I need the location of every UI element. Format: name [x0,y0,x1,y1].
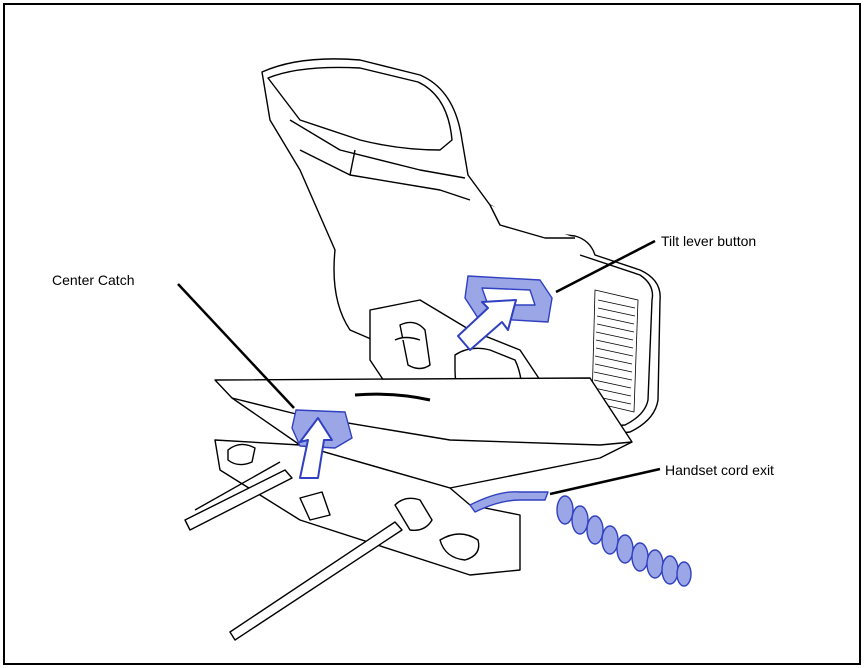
phone-base [214,377,633,576]
center-catch-leader [177,283,295,409]
up-arrow-icon [457,299,517,351]
cords [184,461,403,641]
tilt-lever-leader [555,239,656,294]
coiled-handset-cord [469,491,692,587]
handset-cord-exit-label: Handset cord exit [665,462,774,478]
center-catch-label: Center Catch [52,272,135,288]
up-arrow-icon [299,417,333,479]
cord-exit-leader [549,467,661,496]
tilt-lever-button-label: Tilt lever button [661,233,757,249]
speaker-grille [591,289,639,413]
